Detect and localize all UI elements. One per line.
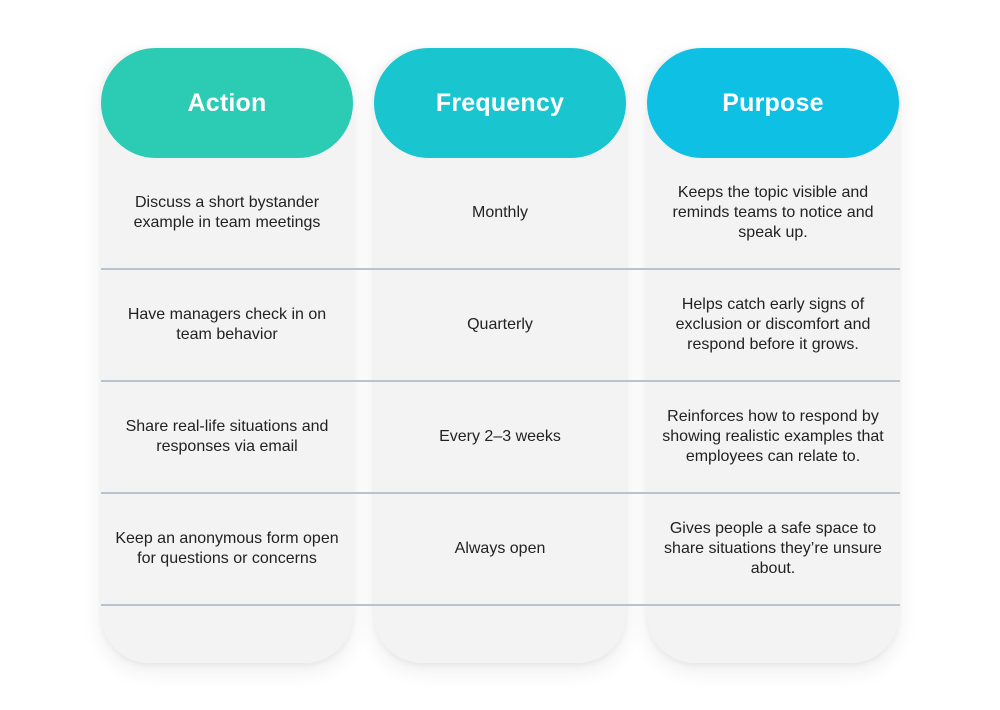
row-divider (101, 492, 900, 494)
action-cell: Discuss a short bystander example in tea… (133, 194, 321, 231)
action-cell: Keep an anonymous form open for question… (115, 529, 339, 567)
frequency-cell: Monthly (471, 204, 529, 221)
purpose-cell: Keeps the topic visible and reminds team… (672, 184, 874, 241)
row-divider (101, 268, 900, 270)
action-cell: Share real-life situations and responses… (125, 417, 329, 455)
row-divider (101, 604, 900, 606)
purpose-cell: Reinforces how to respond by showing rea… (662, 407, 884, 465)
action-cell: Have managers check in on team behavior (127, 305, 327, 343)
frequency-cell: Every 2–3 weeks (439, 427, 561, 445)
frequency-cell: Quarterly (467, 315, 533, 333)
purpose-header: Purpose (647, 48, 899, 158)
frequency-cell: Always open (454, 539, 546, 557)
row-divider (101, 380, 900, 382)
action-header: Action (101, 48, 353, 158)
frequency-header: Frequency (374, 48, 626, 158)
purpose-cell: Helps catch early signs of exclusion or … (675, 295, 871, 353)
purpose-cell: Gives people a safe space to share situa… (664, 519, 882, 577)
